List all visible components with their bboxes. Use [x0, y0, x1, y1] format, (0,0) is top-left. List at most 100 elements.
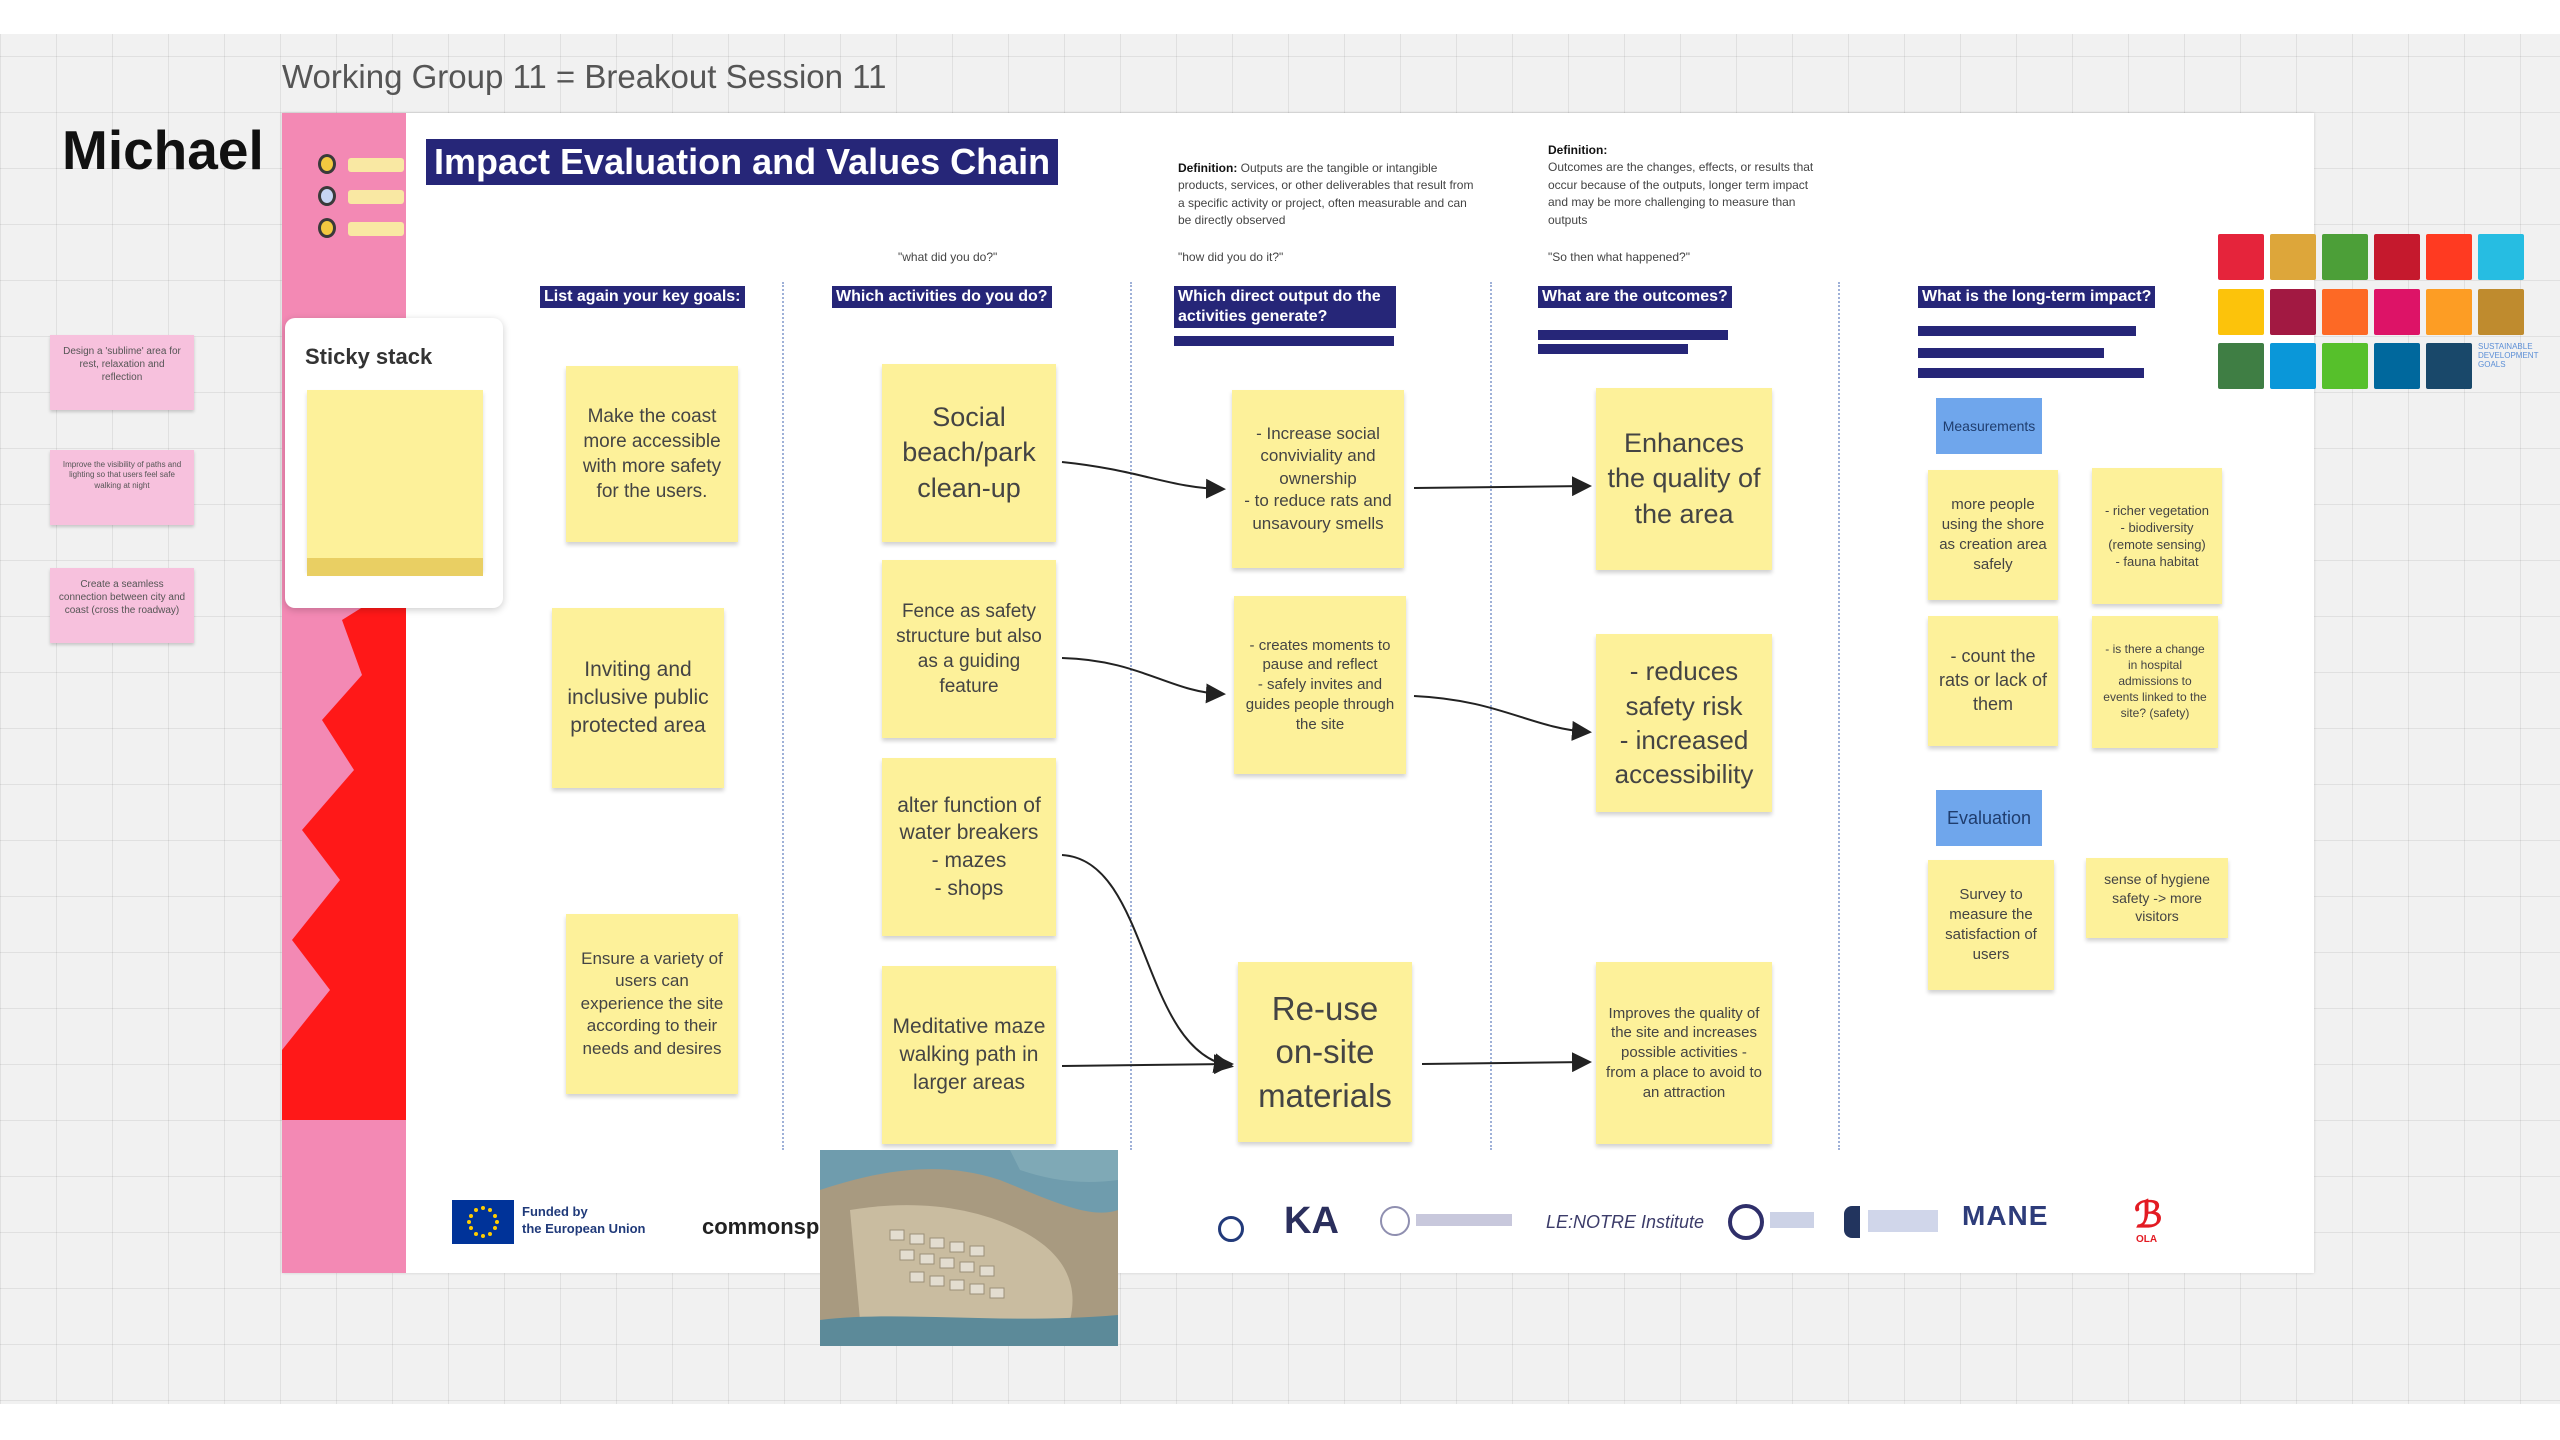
column-divider	[1490, 282, 1492, 1150]
technical-university-text-bar	[1868, 1210, 1938, 1232]
side-sticky-note[interactable]: Design a 'sublime' area for rest, relaxa…	[50, 335, 194, 410]
bullet-bar	[348, 158, 404, 172]
sdg-goal-icon	[2322, 343, 2368, 390]
outcome-sticky-note[interactable]: - reduces safety risk - increased access…	[1596, 634, 1772, 812]
impact-header-subtext	[1918, 326, 2136, 336]
outputs-column-header[interactable]: Which direct output do the activities ge…	[1174, 286, 1396, 328]
ola-symbol-icon: ℬ	[2134, 1194, 2163, 1235]
coastline-aerial-image	[820, 1150, 1118, 1346]
faculty-text-bar	[1770, 1212, 1814, 1228]
ola-logo: OLA	[2136, 1234, 2158, 1245]
lenotre-institute-logo: LE:NOTRE Institute	[1546, 1212, 1705, 1232]
outcomes-header-subtext	[1538, 330, 1728, 340]
sdg-label: SUSTAINABLE DEVELOPMENT GOALS	[2478, 342, 2539, 369]
activity-sticky-note[interactable]: Meditative maze walking path in larger a…	[882, 966, 1056, 1144]
sdg-goal-icon	[2322, 288, 2368, 335]
evaluation-tag[interactable]: Evaluation	[1936, 790, 2042, 846]
goal-sticky-note[interactable]: Make the coast more accessible with more…	[566, 366, 738, 542]
outputs-definition-label: Definition:	[1178, 161, 1238, 175]
sticky-stack-panel[interactable]: Sticky stack	[285, 318, 503, 608]
sticky-stack-note-edge	[307, 558, 483, 576]
output-sticky-note[interactable]: - creates moments to pause and reflect -…	[1234, 596, 1406, 774]
sdg-goal-icon	[2218, 288, 2264, 335]
main-title[interactable]: Impact Evaluation and Values Chain	[426, 139, 1059, 185]
sdg-goal-icon	[2218, 234, 2264, 280]
eu-funding-line: Funded by	[522, 1204, 588, 1219]
sdg-goal-icon	[2374, 343, 2420, 390]
academy-seal-icon	[1380, 1206, 1410, 1236]
sdg-goal-icon	[2218, 343, 2264, 390]
activity-sticky-note[interactable]: Social beach/park clean-up	[882, 364, 1056, 542]
sdg-goal-icon	[2270, 343, 2316, 390]
measurements-tag[interactable]: Measurements	[1936, 398, 2042, 454]
top-band	[0, 0, 2560, 34]
arrow-connector	[1061, 854, 1234, 1074]
sticky-stack-title: Sticky stack	[305, 344, 433, 369]
red-zigzag-shape	[282, 580, 406, 1120]
activity-sticky-note[interactable]: alter function of water breakers - mazes…	[882, 758, 1056, 936]
bullet-bar	[348, 190, 404, 204]
arrow-connector	[1421, 1052, 1592, 1073]
faculty-seal-icon	[1728, 1204, 1764, 1240]
lightbulb-icon	[318, 186, 336, 206]
bottom-band	[0, 1404, 2560, 1440]
outputs-definition[interactable]: Definition: Outputs are the tangible or …	[1178, 160, 1478, 230]
sdg-goal-icon	[2374, 288, 2420, 335]
outcomes-prompt[interactable]: "So then what happened?"	[1548, 250, 1690, 264]
side-sticky-note[interactable]: Create a seamless connection between cit…	[50, 568, 194, 643]
impact-sticky-note[interactable]: more people using the shore as creation …	[1928, 470, 2058, 600]
participant-name[interactable]: Michael	[62, 119, 264, 181]
outputs-definition-text: Outputs are the tangible or intangible p…	[1178, 161, 1474, 228]
goal-sticky-note[interactable]: Inviting and inclusive public protected …	[552, 608, 724, 788]
sdg-goal-icon	[2426, 234, 2472, 280]
eu-flag-icon	[452, 1200, 514, 1244]
goals-column-header[interactable]: List again your key goals:	[540, 286, 745, 308]
sdg-goal-icon	[2322, 234, 2368, 280]
impact-header-subtext	[1918, 368, 2144, 378]
activities-prompt[interactable]: "what did you do?"	[898, 250, 998, 264]
technical-university-icon	[1844, 1206, 1860, 1238]
goal-sticky-note[interactable]: Ensure a variety of users can experience…	[566, 914, 738, 1094]
side-sticky-note[interactable]: Improve the visibility of paths and ligh…	[50, 450, 194, 525]
sdg-goal-icon	[2478, 288, 2524, 335]
arrow-connector	[1413, 695, 1592, 741]
sdg-icons-grid[interactable]	[2218, 234, 2530, 392]
lightbulb-icon	[318, 154, 336, 174]
sdg-goal-icon	[2478, 234, 2524, 280]
activity-sticky-note[interactable]: Fence as safety structure but also as a …	[882, 560, 1056, 738]
outcomes-column-header[interactable]: What are the outcomes?	[1538, 286, 1732, 308]
lightbulb-icon	[318, 218, 336, 238]
sdg-goal-icon	[2426, 343, 2472, 390]
academy-text-bar	[1416, 1214, 1512, 1226]
eu-funding-line: the European Union	[522, 1220, 646, 1236]
outputs-prompt[interactable]: "how did you do it?"	[1178, 250, 1284, 264]
outcome-sticky-note[interactable]: Improves the quality of the site and inc…	[1596, 962, 1772, 1144]
sticky-stack-note[interactable]	[307, 390, 483, 570]
outcomes-definition[interactable]: Definition: Outcomes are the changes, ef…	[1548, 142, 1818, 229]
coastline-aerial-photo[interactable]	[820, 1150, 1118, 1346]
impact-sticky-note[interactable]: - count the rats or lack of them	[1928, 616, 2058, 746]
outcomes-header-subtext	[1538, 344, 1688, 354]
impact-column-header[interactable]: What is the long-term impact?	[1918, 286, 2156, 308]
column-divider	[1838, 282, 1840, 1150]
impact-sticky-note[interactable]: - richer vegetation - biodiversity (remo…	[2092, 468, 2222, 604]
impact-sticky-note[interactable]: - is there a change in hospital admissio…	[2092, 616, 2218, 748]
sdg-goal-icon	[2270, 288, 2316, 335]
impact-sticky-note[interactable]: Survey to measure the satisfaction of us…	[1928, 860, 2054, 990]
impact-sticky-note[interactable]: sense of hygiene safety -> more visitors	[2086, 858, 2228, 938]
frame-title[interactable]: Working Group 11 = Breakout Session 11	[282, 58, 887, 95]
outcome-sticky-note[interactable]: Enhances the quality of the area	[1596, 388, 1772, 570]
impact-header-subtext	[1918, 348, 2104, 358]
outputs-header-subtext	[1174, 336, 1394, 346]
red-zigzag-graphic	[282, 580, 406, 1120]
mane-logo: MANE	[1962, 1200, 2049, 1231]
university-seal-icon	[1218, 1216, 1244, 1242]
output-sticky-note[interactable]: - Increase social conviviality and owner…	[1232, 390, 1404, 568]
arrow-connector	[1061, 1054, 1234, 1075]
output-sticky-note[interactable]: Re-use on-site materials	[1238, 962, 1412, 1142]
arrow-connector	[1413, 476, 1592, 497]
sdg-goal-icon	[2374, 234, 2420, 280]
arrow-connector	[1061, 657, 1226, 704]
activities-column-header[interactable]: Which activities do you do?	[832, 286, 1052, 308]
